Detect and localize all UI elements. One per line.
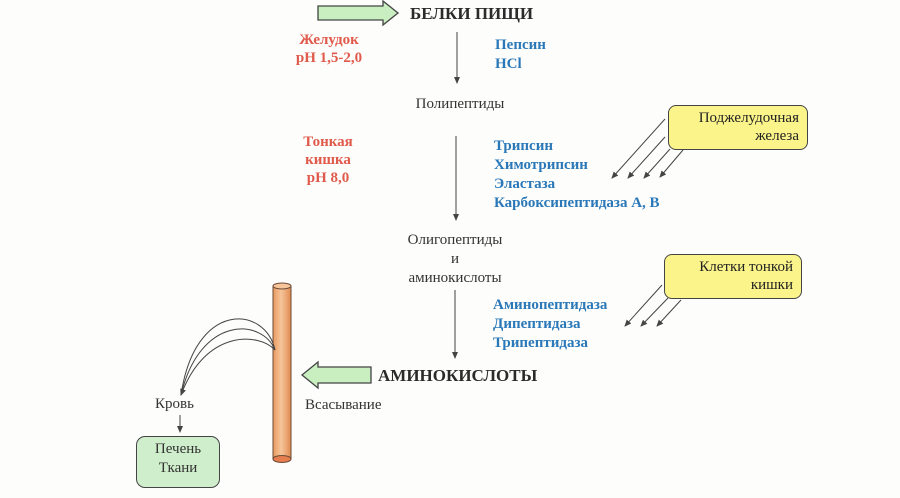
pancreatic-enzymes: Трипсин Химотрипсин Эластаза Карбоксипеп… — [494, 137, 660, 213]
intestinal-cells-arrows — [624, 284, 682, 327]
stomach-agents: Пепсин HCl — [495, 36, 546, 74]
vessel-tube-icon — [272, 282, 292, 463]
cells-line2: кишки — [750, 277, 793, 293]
intestinal-enzymes: Аминопептидаза Дипептидаза Трипептидаза — [493, 296, 607, 353]
stage2-line1: Олигопептиды — [407, 232, 503, 248]
target-tissues: Ткани — [158, 460, 198, 476]
stage-polypeptides: Полипептиды — [415, 96, 505, 112]
stage2-line3: аминокислоты — [408, 270, 502, 286]
target-liver: Печень — [154, 441, 202, 457]
stomach-ph: pH 1,5-2,0 — [295, 50, 363, 66]
intestine-line1: Тонкая — [303, 134, 353, 150]
pancreas-box: Поджелудочная железа — [668, 105, 808, 150]
title-dietary-proteins: БЕЛКИ ПИЩИ — [410, 4, 534, 23]
enzyme-chymotrypsin: Химотрипсин — [494, 157, 588, 173]
agent-pepsin: Пепсин — [495, 37, 546, 53]
agent-hcl: HCl — [495, 56, 522, 72]
enzyme-dipeptidase: Дипептидаза — [493, 316, 581, 332]
blood-flow-arcs — [180, 318, 276, 396]
intestinal-cells-box: Клетки тонкой кишки — [664, 254, 802, 299]
enzyme-aminopeptidase: Аминопептидаза — [493, 297, 608, 313]
absorption-arrow-icon — [300, 360, 372, 390]
stage2-line2: и — [450, 251, 460, 267]
stage-oligopeptides: Олигопептиды и аминокислоты — [385, 231, 525, 288]
pancreas-arrows — [611, 118, 684, 179]
absorption-label: Всасывание — [305, 397, 382, 413]
pancreas-line1: Поджелудочная — [698, 110, 799, 126]
small-intestine-label: Тонкая кишка pH 8,0 — [288, 133, 368, 187]
blood-label: Кровь — [155, 396, 194, 412]
enzyme-carboxypeptidase: Карбоксипептидаза А, В — [494, 195, 660, 211]
stomach-name: Желудок — [299, 32, 359, 48]
intestine-line2: кишка — [305, 152, 351, 168]
intestine-ph: pH 8,0 — [306, 170, 350, 186]
input-arrow-icon — [317, 0, 400, 27]
cells-line1: Клетки тонкой — [699, 259, 793, 275]
liver-tissues-box: Печень Ткани — [136, 436, 220, 488]
enzyme-elastase: Эластаза — [494, 176, 556, 192]
stomach-label: Желудок pH 1,5-2,0 — [283, 31, 375, 67]
pancreas-line2: железа — [755, 128, 799, 144]
final-amino-acids: АМИНОКИСЛОТЫ — [378, 366, 538, 385]
enzyme-tripeptidase: Трипептидаза — [493, 335, 588, 351]
enzyme-trypsin: Трипсин — [494, 138, 554, 154]
